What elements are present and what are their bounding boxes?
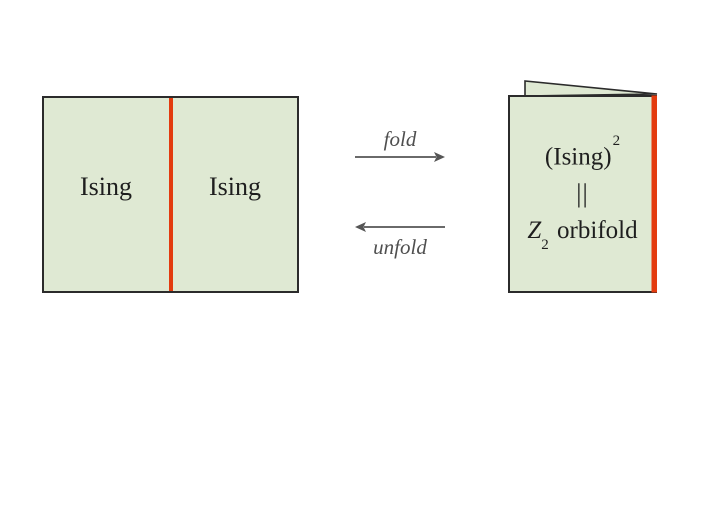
ising-label-left: Ising: [80, 172, 132, 201]
unfold-arrow-icon: [355, 222, 445, 232]
folded-ising-panel: [508, 80, 658, 293]
equivalence-bars: ||: [576, 179, 589, 208]
ising-label-right: Ising: [209, 172, 261, 201]
unfold-arrowhead: [355, 222, 366, 232]
fold-arrowhead: [434, 152, 445, 162]
unfold-arrow-label: unfold: [373, 235, 427, 259]
unfolded-ising-panel: [42, 96, 299, 293]
ising-squared-base: (Ising): [544, 143, 612, 171]
folded-back-flap: [524, 80, 658, 97]
fold-seam-line: [168, 98, 173, 291]
folded-label-orbifold: Z2 orbifold: [510, 216, 655, 255]
folded-label-ising-squared: (Ising)2: [510, 133, 655, 172]
folded-front-page: [508, 95, 657, 293]
orbifold-z-symbol: Z: [527, 217, 542, 244]
fold-arrow-label: fold: [383, 127, 417, 151]
folded-edge-line: [651, 95, 657, 293]
orbifold-z-subscript: 2: [541, 237, 549, 253]
orbifold-word: orbifold: [550, 217, 638, 244]
ising-squared-exponent: 2: [612, 133, 621, 149]
fold-arrow-icon: [355, 152, 445, 162]
